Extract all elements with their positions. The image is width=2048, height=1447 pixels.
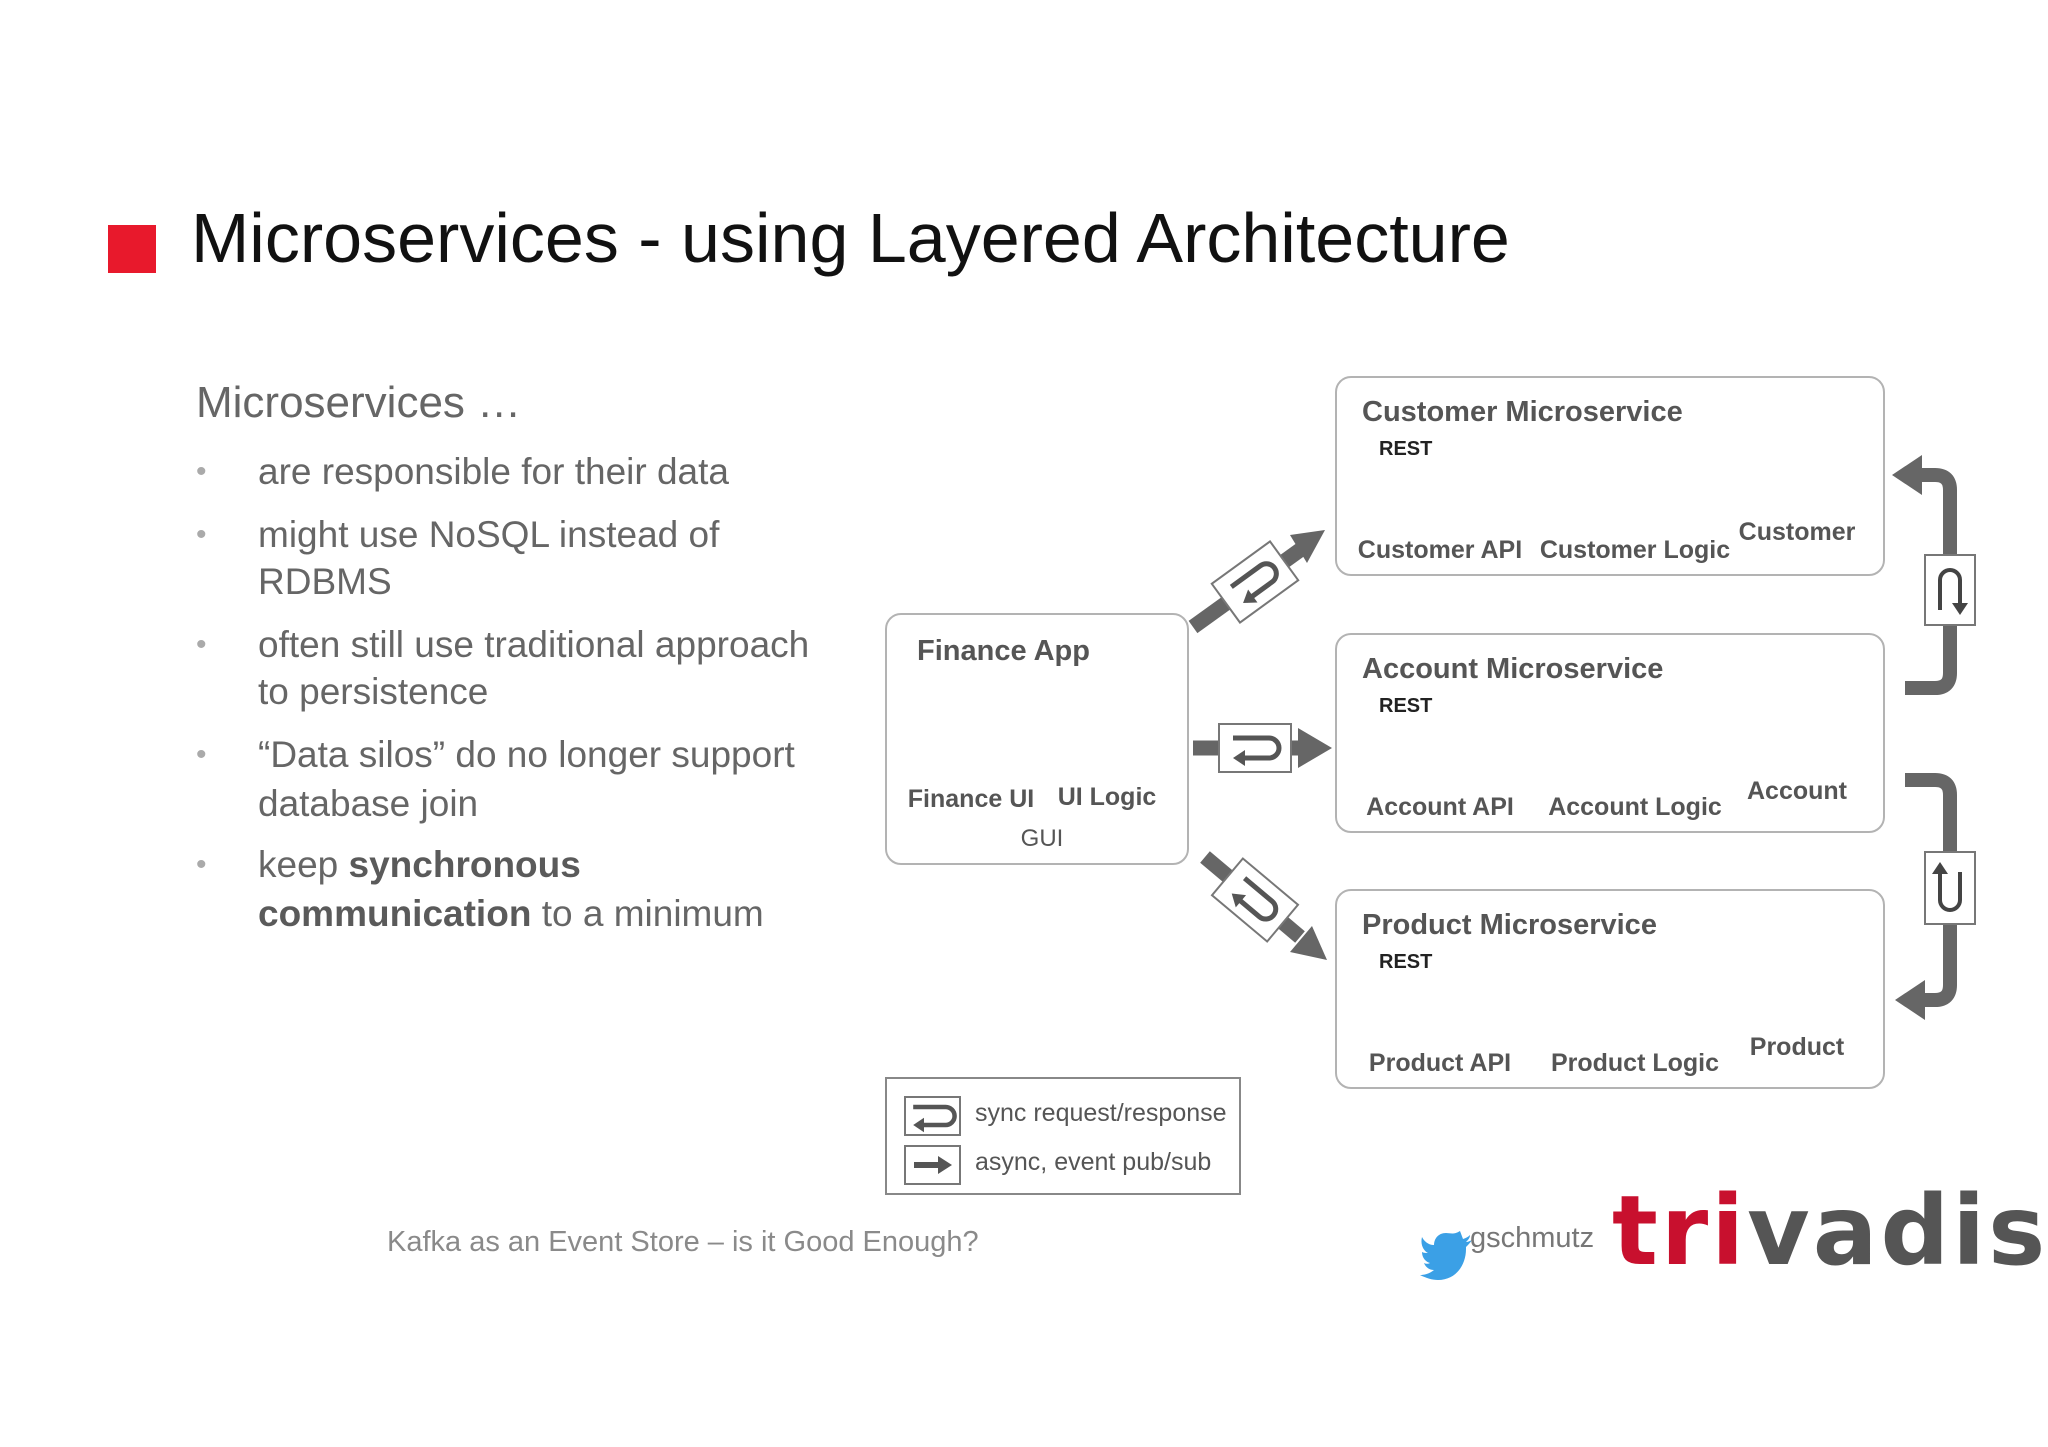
product-rest-label: REST bbox=[1379, 951, 1433, 973]
bullet-text-cont: to persistence bbox=[258, 671, 489, 712]
product-service-title: Product Microservice bbox=[1362, 909, 1657, 941]
legend-box: sync request/response async, event pub/s… bbox=[885, 1077, 1241, 1195]
account-api-label: Account API bbox=[1366, 793, 1514, 821]
twitter-bird-icon bbox=[1420, 1231, 1472, 1280]
bullet-text: keep synchronous bbox=[258, 844, 581, 885]
trivadis-logo: trivadis bbox=[1612, 1175, 2048, 1287]
bullet-text-cont: database join bbox=[258, 783, 479, 824]
legend-async-icon bbox=[904, 1145, 961, 1185]
account-service-box: Account Microservice REST Account API Ac… bbox=[1335, 633, 1885, 833]
ui-logic-label: UI Logic bbox=[1057, 783, 1157, 811]
title-marker bbox=[108, 225, 156, 273]
bullet-dot: • bbox=[196, 848, 207, 881]
bullet-text: might use NoSQL instead of bbox=[258, 514, 720, 555]
bullet-text-cont: RDBMS bbox=[258, 561, 392, 602]
bullet-dot: • bbox=[196, 628, 207, 661]
lead-text: Microservices … bbox=[196, 378, 522, 427]
legend-async-label: async, event pub/sub bbox=[975, 1148, 1212, 1176]
bullet-text: “Data silos” do no longer support bbox=[258, 734, 795, 775]
bullet-text: often still use traditional approach bbox=[258, 624, 810, 665]
product-service-box: Product Microservice REST Product API Pr… bbox=[1335, 889, 1885, 1089]
bullet-dot: • bbox=[196, 738, 207, 771]
sync-arrow-to-customer bbox=[1188, 530, 1325, 634]
bullet-text: are responsible for their data bbox=[258, 451, 729, 492]
account-rest-label: REST bbox=[1379, 695, 1433, 717]
legend-sync-icon bbox=[904, 1096, 961, 1136]
customer-service-box: Customer Microservice REST Customer API … bbox=[1335, 376, 1885, 576]
product-api-label: Product API bbox=[1368, 1049, 1512, 1077]
twitter-handle: gschmutz bbox=[1470, 1222, 1595, 1254]
bullet-dot: • bbox=[196, 455, 207, 488]
sync-arrow-account-customer bbox=[1892, 455, 1976, 695]
bullet-text-cont: communication to a minimum bbox=[258, 893, 764, 934]
footer-text: Kafka as an Event Store – is it Good Eno… bbox=[387, 1226, 979, 1258]
gui-label: GUI bbox=[1020, 825, 1064, 852]
product-db-label: Product bbox=[1749, 1033, 1845, 1061]
slide-title: Microservices - using Layered Architectu… bbox=[191, 199, 1510, 277]
customer-db-label: Customer bbox=[1738, 518, 1856, 546]
customer-api-label: Customer API bbox=[1357, 536, 1523, 564]
finance-ui-label: Finance UI bbox=[907, 785, 1035, 813]
bullet-dot: • bbox=[196, 518, 207, 551]
customer-service-title: Customer Microservice bbox=[1362, 396, 1683, 428]
account-db-label: Account bbox=[1747, 777, 1847, 805]
account-service-title: Account Microservice bbox=[1362, 653, 1664, 685]
sync-arrow-to-product bbox=[1200, 851, 1327, 960]
legend-sync-label: sync request/response bbox=[975, 1099, 1227, 1127]
sync-arrow-account-product bbox=[1895, 773, 1976, 1020]
account-logic-label: Account Logic bbox=[1548, 793, 1722, 821]
sync-arrow-to-account bbox=[1193, 723, 1332, 773]
customer-logic-label: Customer Logic bbox=[1539, 536, 1731, 564]
finance-app-title: Finance App bbox=[917, 635, 1090, 667]
finance-app-box: Finance App Finance UI UI Logic GUI bbox=[885, 613, 1189, 865]
customer-rest-label: REST bbox=[1379, 438, 1433, 460]
product-logic-label: Product Logic bbox=[1550, 1049, 1720, 1077]
